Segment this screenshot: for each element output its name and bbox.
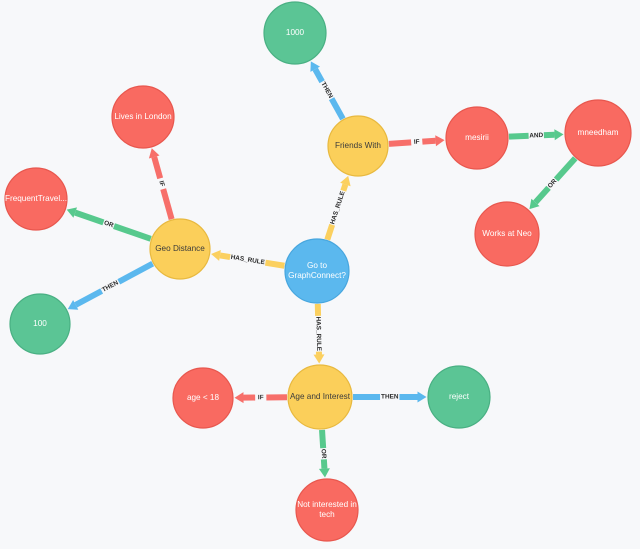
node-circle[interactable] [287, 364, 353, 430]
relationship-if[interactable]: IF [388, 135, 445, 147]
relationship-label-backdrop [229, 252, 267, 268]
node-circle[interactable] [9, 293, 71, 355]
relationship-label: OR [320, 449, 328, 459]
node-circle[interactable] [172, 367, 234, 429]
node-circle[interactable] [564, 99, 632, 167]
relationship-label-backdrop [528, 130, 545, 141]
relationship-arrowhead [313, 354, 325, 364]
graph-node-agelt18[interactable]: age < 18 [172, 367, 234, 429]
node-circle[interactable] [284, 238, 350, 304]
relationship-label-backdrop [313, 315, 324, 352]
relationship-arrowhead [234, 392, 244, 404]
node-circle[interactable] [4, 167, 68, 231]
relationship-label: OR [547, 178, 559, 190]
relationship-label: HAS_RULE [314, 316, 322, 351]
relationship-or[interactable]: OR [529, 156, 578, 210]
relationship-label: IF [414, 139, 420, 146]
relationship-arrowhead [66, 207, 78, 218]
graph-node-n1000[interactable]: 1000 [263, 1, 327, 65]
relationship-label-backdrop [99, 277, 121, 295]
relationship-if[interactable]: IF [234, 392, 288, 404]
node-circle[interactable] [263, 1, 327, 65]
relationship-arrowhead [211, 249, 221, 261]
relationship-label: IF [157, 180, 165, 187]
relationship-label-backdrop [410, 137, 423, 147]
relationship-label-backdrop [545, 176, 560, 191]
graph-node-worksatneo[interactable]: Works at Neo [474, 201, 540, 267]
relationship-has_rule[interactable]: HAS_RULE [324, 175, 351, 241]
relationship-arrowhead [67, 300, 79, 310]
relationship-and[interactable]: AND [508, 129, 564, 141]
relationship-then[interactable]: THEN [67, 260, 155, 310]
relationship-label-backdrop [155, 177, 168, 191]
graph-node-mneedham[interactable]: mneedham [564, 99, 632, 167]
node-circle[interactable] [427, 365, 491, 429]
relationship-label-backdrop [380, 392, 400, 402]
relationship-label-backdrop [327, 189, 348, 227]
node-circle[interactable] [111, 85, 175, 149]
relationship-arrowhead [310, 61, 321, 72]
relationship-label: OR [103, 220, 115, 230]
relationship-arrowhead [148, 148, 160, 159]
graph-node-freqtravel[interactable]: FrequentTravel... [4, 167, 68, 231]
relationship-or[interactable]: OR [318, 429, 330, 478]
relationship-has_rule[interactable]: HAS_RULE [211, 249, 285, 269]
relationships-layer: THEN IF AND OR HAS_RULE HAS_RULE HAS_RULE IF OR T… [66, 61, 578, 478]
relationship-arrowhead [417, 391, 427, 403]
graph-node-reject[interactable]: reject [427, 365, 491, 429]
graph-node-mesirii[interactable]: mesirii [445, 106, 509, 170]
relationship-arrowhead [435, 135, 445, 147]
node-circle[interactable] [327, 115, 389, 177]
node-circle[interactable] [149, 218, 211, 280]
relationship-arrowhead [340, 175, 351, 187]
graph-node-ageinterest[interactable]: Age and Interest [287, 364, 353, 430]
relationship-label-backdrop [318, 447, 329, 460]
relationship-or[interactable]: OR [66, 207, 152, 242]
node-circle[interactable] [295, 478, 359, 542]
relationship-label: IF [258, 394, 264, 401]
relationship-has_rule[interactable]: HAS_RULE [313, 303, 325, 364]
graph-node-livesinlondon[interactable]: Lives in London [111, 85, 175, 149]
relationship-arrowhead [318, 468, 330, 478]
relationship-label-backdrop [255, 393, 267, 402]
relationship-label: THEN [381, 394, 399, 401]
relationship-arrowhead [529, 198, 540, 210]
relationship-then[interactable]: THEN [310, 61, 346, 121]
graph-node-geodistance[interactable]: Geo Distance [149, 218, 211, 280]
relationship-label-backdrop [101, 218, 116, 231]
relationship-label: HAS_RULE [230, 254, 266, 266]
node-circle[interactable] [445, 106, 509, 170]
relationship-arrowhead [554, 129, 564, 141]
relationship-then[interactable]: THEN [353, 391, 427, 403]
relationship-if[interactable]: IF [148, 148, 175, 220]
graph-node-friends[interactable]: Friends With [327, 115, 389, 177]
relationship-label: AND [529, 132, 544, 140]
relationship-label-backdrop [318, 79, 336, 101]
graph-node-n100[interactable]: 100 [9, 293, 71, 355]
node-circle[interactable] [474, 201, 540, 267]
